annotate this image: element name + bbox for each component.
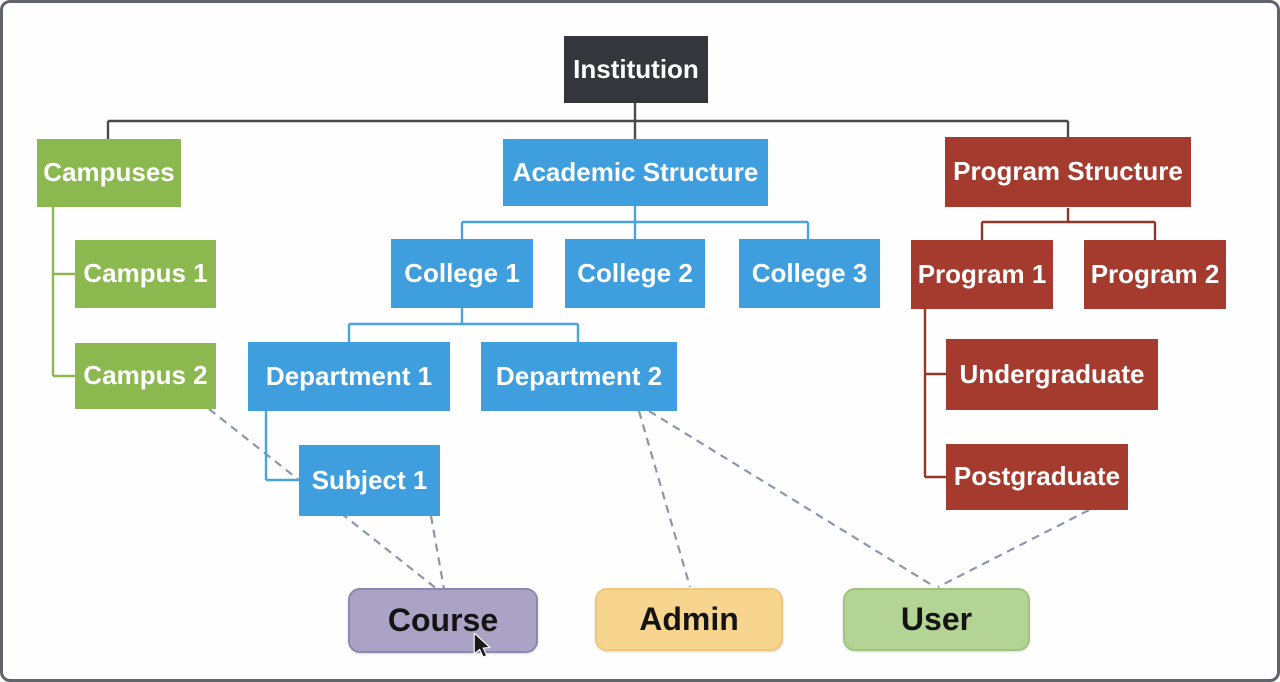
node-college-3: College 3 — [739, 239, 880, 308]
node-department-1: Department 1 — [248, 342, 450, 411]
connector-lines — [51, 103, 1157, 590]
node-label: College 3 — [751, 257, 868, 288]
node-label: Campus 2 — [83, 360, 208, 391]
node-program-structure: Program Structure — [945, 137, 1191, 207]
node-label: Course — [387, 601, 499, 638]
node-academic-structure: Academic Structure — [503, 139, 768, 206]
node-program-2: Program 2 — [1084, 240, 1226, 309]
campus-connectors — [51, 207, 75, 378]
node-college-2: College 2 — [565, 239, 705, 308]
mouse-cursor-icon — [473, 633, 492, 658]
node-department-2: Department 2 — [481, 342, 677, 411]
academic-connectors — [264, 206, 810, 482]
node-user: User — [843, 588, 1030, 651]
node-label: Academic Structure — [512, 156, 759, 187]
node-label: College 1 — [404, 257, 520, 288]
node-label: Program Structure — [953, 156, 1183, 187]
node-postgraduate: Postgraduate — [946, 444, 1128, 510]
node-campuses: Campuses — [37, 139, 181, 207]
node-admin: Admin — [595, 588, 783, 651]
institution-connectors — [106, 103, 1070, 139]
node-label: College 2 — [577, 257, 693, 288]
node-label: Postgraduate — [953, 461, 1121, 492]
node-program-1: Program 1 — [911, 240, 1053, 309]
node-campus-1: Campus 1 — [75, 240, 216, 308]
node-college-1: College 1 — [391, 239, 533, 308]
node-label: Campus 1 — [83, 258, 208, 289]
node-label: Subject 1 — [311, 464, 428, 495]
node-label: Program 2 — [1090, 258, 1220, 289]
node-label: Campuses — [43, 157, 175, 188]
node-undergraduate: Undergraduate — [946, 339, 1158, 410]
program-connectors — [923, 208, 1157, 479]
node-label: Department 2 — [495, 360, 663, 391]
node-course: Course — [348, 588, 538, 653]
node-label: Program 1 — [917, 258, 1047, 289]
node-subject-1: Subject 1 — [299, 445, 440, 516]
node-label: Undergraduate — [959, 358, 1145, 389]
node-campus-2: Campus 2 — [75, 343, 216, 409]
node-label: Admin — [639, 600, 739, 637]
node-institution: Institution — [564, 36, 708, 103]
node-label: User — [900, 600, 973, 637]
node-label: Institution — [573, 53, 699, 84]
node-label: Department 1 — [265, 360, 433, 391]
